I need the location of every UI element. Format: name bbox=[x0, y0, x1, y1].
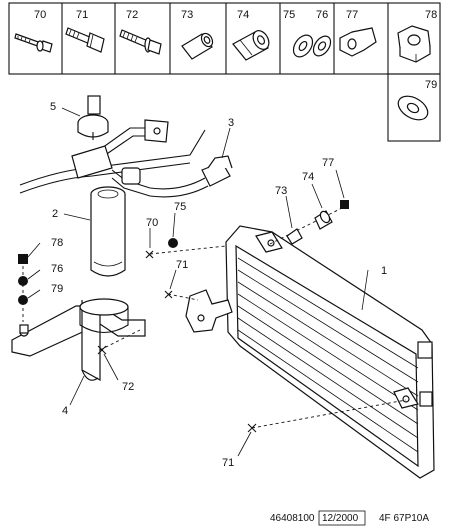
strip-label-79: 79 bbox=[425, 79, 437, 91]
parts-strip: 70 71 72 bbox=[8, 2, 441, 142]
hex-nut-icon bbox=[397, 25, 431, 63]
strip-label-78: 78 bbox=[425, 9, 437, 21]
callout-76: 76 bbox=[51, 263, 63, 275]
callout-2: 2 bbox=[52, 208, 58, 220]
hex-bolt-icon bbox=[65, 27, 105, 53]
strip-label-72: 72 bbox=[126, 9, 138, 21]
callout-1: 1 bbox=[381, 265, 387, 277]
dehydrator-canister-part-2 bbox=[90, 186, 126, 277]
footer-ref-number: 46408100 bbox=[270, 513, 315, 524]
footer-date: 12/2000 bbox=[322, 513, 359, 524]
callout-75: 75 bbox=[174, 201, 186, 213]
strip-label-73: 73 bbox=[181, 9, 193, 21]
callouts: 1 2 3 4 5 70 75 71 72 71 73 74 77 78 76 … bbox=[27, 101, 387, 469]
washer-icon bbox=[397, 95, 429, 121]
callout-77: 77 bbox=[322, 157, 334, 169]
strip-label-77: 77 bbox=[346, 9, 358, 21]
left-fastener-stack bbox=[18, 254, 28, 322]
callout-72: 72 bbox=[122, 381, 134, 393]
callout-4: 4 bbox=[62, 405, 68, 417]
callout-78: 78 bbox=[51, 237, 63, 249]
callout-3: 3 bbox=[228, 117, 234, 129]
rubber-bush-icon bbox=[232, 30, 270, 61]
washer-icon bbox=[312, 35, 332, 57]
spacer-sleeve-icon bbox=[181, 32, 214, 60]
footer-reference: 46408100 12/2000 4F 67P10A bbox=[270, 510, 429, 526]
strip-label-74: 74 bbox=[237, 9, 249, 21]
callout-71-lower: 71 bbox=[222, 457, 234, 469]
strip-label-70: 70 bbox=[34, 9, 46, 21]
washer-icon bbox=[292, 34, 314, 58]
long-bolt-icon bbox=[14, 33, 53, 53]
callout-74: 74 bbox=[302, 171, 314, 183]
pressure-switch-part-5 bbox=[77, 95, 109, 140]
callout-5: 5 bbox=[50, 101, 56, 113]
strip-label-76: 76 bbox=[316, 9, 328, 21]
mid-fasteners bbox=[97, 238, 407, 433]
footer-code: 4F 67P10A bbox=[379, 513, 429, 524]
condenser-part-1 bbox=[185, 225, 435, 479]
collar-nut-icon bbox=[339, 27, 377, 57]
callout-70: 70 bbox=[146, 217, 158, 229]
callout-79: 79 bbox=[51, 283, 63, 295]
pipework-assembly bbox=[19, 119, 233, 198]
callout-73: 73 bbox=[275, 185, 287, 197]
callout-71-upper: 71 bbox=[176, 259, 188, 271]
flange-bolt-icon bbox=[119, 29, 162, 55]
strip-label-75: 75 bbox=[283, 9, 295, 21]
upper-fastener-set bbox=[269, 200, 349, 245]
strip-label-71: 71 bbox=[76, 9, 88, 21]
mounting-bracket-part-4 bbox=[11, 298, 146, 382]
